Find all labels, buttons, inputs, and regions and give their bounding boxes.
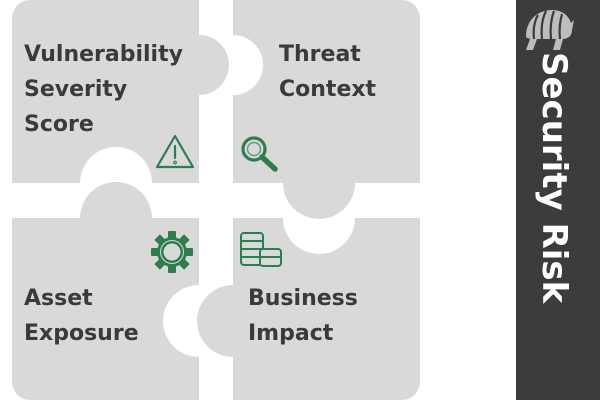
magnifier-icon xyxy=(241,136,278,172)
piece-label-business: Business Impact xyxy=(248,286,358,346)
puzzle-diagram xyxy=(12,0,420,400)
piece-label-vulnerability: Vulnerability Severity Score xyxy=(24,42,183,137)
sidebar-title: Security Risk xyxy=(534,52,574,304)
piece-label-threat: Threat Context xyxy=(279,42,377,102)
warning-triangle-icon xyxy=(155,134,195,169)
armadillo-logo xyxy=(526,10,574,50)
puzzle-piece-threat xyxy=(233,0,420,219)
coin-stack-icon xyxy=(240,232,282,267)
piece-label-asset: Asset Exposure xyxy=(24,286,139,346)
sidebar-banner: Security Risk xyxy=(516,0,600,400)
puzzle-piece-asset xyxy=(12,182,199,400)
gear-icon xyxy=(151,231,193,273)
